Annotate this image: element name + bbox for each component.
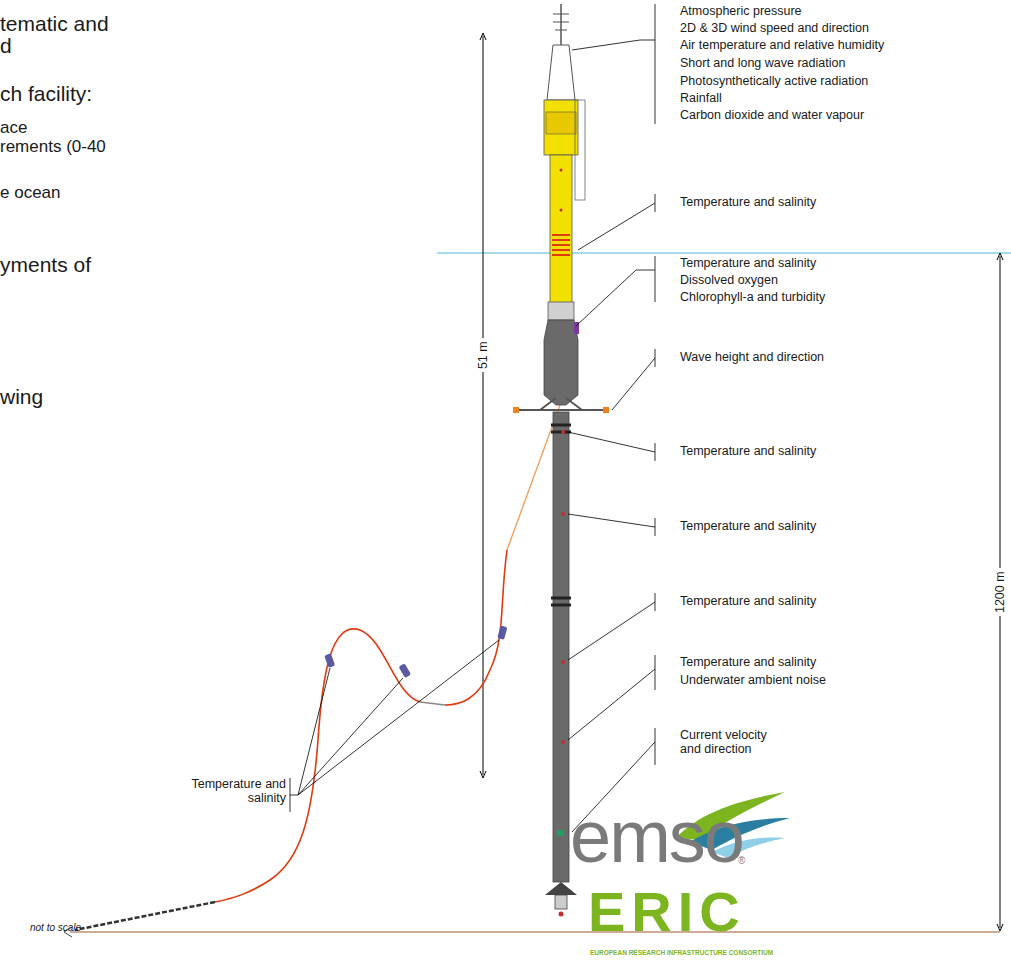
slide-text: wing [0,385,43,409]
callout-label: Rainfall [680,91,722,105]
callout-label: Temperature and salinity [680,594,816,608]
slide-text: ace [0,118,27,138]
dimension-label: 51 m [476,338,490,372]
callout-label: Photosynthetically active radiation [680,74,868,88]
logo-text: ERIC [588,884,746,940]
slide-text: yments of [0,253,91,277]
slide-text: d [0,34,12,58]
logo-text: EUROPEAN RESEARCH INFRASTRUCTURE CONSORT… [590,949,773,956]
logo-text: emso [570,800,743,874]
callout-label: Temperature and salinity [680,655,816,669]
callout-label: 2D & 3D wind speed and direction [680,21,869,35]
callout-label: Temperature and salinity [680,256,816,270]
callout-label: Temperature and salinity [180,777,286,806]
logo-text: ® [738,856,745,866]
slide-text: rements (0-40 [0,137,106,157]
callout-label: Carbon dioxide and water vapour [680,108,864,122]
callout-label: Underwater ambient noise [680,673,826,687]
dimension-label: 1200 m [993,568,1007,616]
callout-label: not to scale [30,922,81,934]
slide-text: tematic and [0,12,109,36]
callout-label: Air temperature and relative humidity [680,38,884,52]
callout-label: Temperature and salinity [680,195,816,209]
slide-text: e ocean [0,183,61,203]
slide-text: ch facility: [0,82,92,106]
callout-label: Wave height and direction [680,350,824,364]
callout-label: Chlorophyll-a and turbidity [680,290,825,304]
callout-label: Current velocity and direction [680,728,790,757]
callout-label: Dissolved oxygen [680,273,778,287]
callout-label: Short and long wave radiation [680,56,845,70]
callout-label: Temperature and salinity [680,519,816,533]
callout-label: Atmospheric pressure [680,4,802,18]
callout-label: Temperature and salinity [680,444,816,458]
